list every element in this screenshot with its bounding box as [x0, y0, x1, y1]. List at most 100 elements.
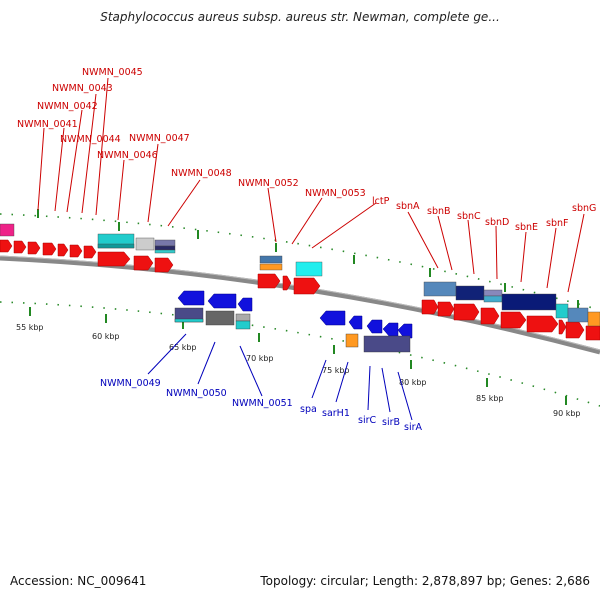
map-title: Staphylococcus aureus subsp. aureus str.…	[100, 10, 500, 24]
gene-label[interactable]: NWMN_0049	[100, 378, 161, 389]
reverse-gene[interactable]	[177, 290, 205, 306]
forward-gene[interactable]	[257, 273, 281, 289]
gene-label[interactable]: sirC	[358, 415, 376, 426]
kbp-label: 65 kbp	[169, 343, 197, 352]
forward-gene[interactable]	[83, 245, 97, 259]
gene-label[interactable]: sbnF	[546, 218, 568, 229]
gene-label[interactable]: NWMN_0044	[60, 134, 121, 145]
feature-block[interactable]	[587, 311, 600, 327]
forward-gene[interactable]	[0, 239, 13, 253]
forward-gene[interactable]	[282, 275, 292, 291]
forward-gene[interactable]	[42, 242, 57, 256]
gene-label[interactable]: sbnA	[396, 201, 420, 212]
forward-gene[interactable]	[480, 307, 500, 325]
major-ticks-top	[37, 209, 579, 309]
feature-block[interactable]	[259, 263, 283, 271]
feature-block[interactable]	[483, 295, 503, 303]
feature-block[interactable]	[259, 255, 283, 264]
forward-gene[interactable]	[437, 301, 455, 317]
gene-label[interactable]: sirA	[404, 422, 422, 433]
forward-gene[interactable]	[27, 241, 41, 255]
forward-gene[interactable]	[585, 325, 600, 341]
reverse-gene[interactable]	[366, 319, 383, 334]
forward-gene[interactable]	[69, 244, 83, 258]
reverse-gene[interactable]	[382, 322, 399, 337]
top-leader-lines	[37, 77, 585, 293]
forward-gene[interactable]	[453, 303, 480, 321]
gene-label[interactable]: NWMN_0052	[238, 178, 299, 189]
feature-block[interactable]	[97, 243, 135, 249]
feature-block[interactable]	[235, 313, 251, 322]
feature-block[interactable]	[174, 318, 204, 323]
forward-gene[interactable]	[526, 315, 559, 333]
forward-gene[interactable]	[13, 240, 27, 254]
gene-label[interactable]: NWMN_0045	[82, 67, 143, 78]
genome-summary-text: Topology: circular; Length: 2,878,897 bp…	[260, 574, 590, 588]
gene-label[interactable]: NWMN_0047	[129, 133, 190, 144]
kbp-label: 90 kbp	[553, 409, 581, 418]
gene-label[interactable]: sbnD	[485, 217, 509, 228]
gene-label[interactable]: sbnB	[427, 206, 451, 217]
feature-block[interactable]	[555, 303, 569, 319]
kbp-labels: 55 kbp 60 kbp 65 kbp 70 kbp 75 kbp 80 kb…	[16, 323, 581, 418]
forward-gene[interactable]	[97, 251, 131, 267]
forward-genes[interactable]	[0, 239, 600, 341]
feature-block[interactable]	[483, 289, 503, 297]
reverse-gene[interactable]	[348, 315, 363, 330]
kbp-label: 60 kbp	[92, 332, 120, 341]
kbp-label: 70 kbp	[246, 354, 274, 363]
feature-block[interactable]	[0, 223, 15, 237]
reverse-gene[interactable]	[319, 310, 346, 326]
bottom-gene-labels: NWMN_0049 NWMN_0050 NWMN_0051 spa sarH1 …	[100, 378, 422, 433]
gene-label[interactable]: NWMN_0051	[232, 398, 293, 409]
kbp-label: 85 kbp	[476, 394, 504, 403]
gene-label[interactable]: NWMN_0041	[17, 119, 78, 130]
feature-block[interactable]	[345, 333, 359, 348]
kbp-label: 75 kbp	[322, 366, 350, 375]
feature-blocks-top[interactable]	[0, 223, 600, 327]
kbp-label: 55 kbp	[16, 323, 44, 332]
gene-label[interactable]: sbnC	[457, 211, 481, 222]
gene-label[interactable]: spa	[300, 404, 317, 415]
feature-block[interactable]	[135, 237, 155, 251]
gene-label[interactable]: NWMN_0048	[171, 168, 232, 179]
feature-block[interactable]	[295, 261, 323, 277]
feature-block[interactable]	[363, 335, 411, 353]
forward-gene[interactable]	[558, 319, 567, 335]
top-gene-labels: NWMN_0045 NWMN_0043 NWMN_0042 NWMN_0041 …	[17, 67, 596, 233]
reverse-gene[interactable]	[207, 293, 237, 309]
forward-gene[interactable]	[154, 257, 174, 273]
gene-label[interactable]: lctP	[372, 196, 390, 207]
feature-block[interactable]	[567, 307, 589, 323]
gene-label[interactable]: NWMN_0046	[97, 150, 158, 161]
gene-label[interactable]: NWMN_0042	[37, 101, 98, 112]
feature-block[interactable]	[154, 249, 176, 254]
feature-block[interactable]	[423, 281, 457, 297]
gene-label[interactable]: sbnE	[515, 222, 538, 233]
feature-block[interactable]	[235, 320, 251, 330]
forward-gene[interactable]	[57, 243, 69, 257]
accession-text: Accession: NC_009641	[10, 574, 147, 588]
reverse-genes[interactable]	[177, 290, 413, 339]
gene-label[interactable]: sarH1	[322, 408, 350, 419]
forward-gene[interactable]	[133, 255, 154, 271]
feature-blocks-bottom[interactable]	[174, 307, 411, 353]
forward-gene[interactable]	[421, 299, 439, 315]
feature-block[interactable]	[205, 310, 235, 326]
gene-label[interactable]: sbnG	[572, 203, 596, 214]
kbp-label: 80 kbp	[399, 378, 427, 387]
gene-label[interactable]: NWMN_0053	[305, 188, 366, 199]
reverse-gene[interactable]	[237, 297, 253, 312]
gene-label[interactable]: sirB	[382, 417, 400, 428]
gene-label[interactable]: NWMN_0043	[52, 83, 113, 94]
feature-block[interactable]	[455, 285, 485, 301]
gene-label[interactable]: NWMN_0050	[166, 388, 227, 399]
bottom-leader-lines	[147, 333, 413, 421]
forward-gene[interactable]	[500, 311, 527, 329]
forward-gene[interactable]	[565, 321, 585, 339]
feature-block[interactable]	[154, 245, 176, 251]
forward-gene[interactable]	[293, 277, 321, 295]
feature-block[interactable]	[154, 239, 176, 247]
feature-block[interactable]	[501, 293, 557, 311]
